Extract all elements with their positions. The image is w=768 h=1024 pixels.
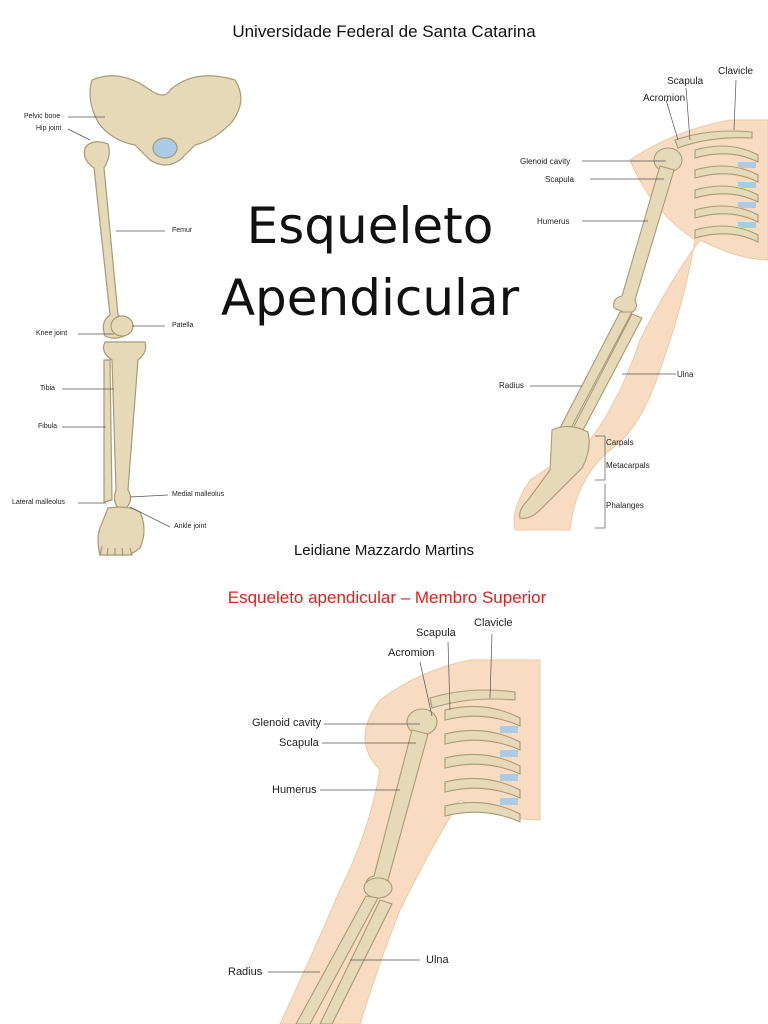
label-glenoid-cavity-detail: Glenoid cavity [252, 717, 322, 729]
university-header: Universidade Federal de Santa Catarina [232, 22, 536, 41]
label-knee-joint: Knee joint [36, 330, 68, 337]
label-acromion: Acromion [643, 93, 686, 104]
label-ulna-detail: Ulna [426, 954, 449, 966]
label-radius: Radius [499, 381, 524, 390]
slide-title: Esqueleto Apendicular [200, 190, 540, 334]
label-metacarpals: Metacarpals [606, 461, 650, 470]
title-line-2: Apendicular [220, 269, 520, 327]
author-name: Leidiane Mazzardo Martins [293, 542, 475, 559]
label-tibia: Tibia [40, 385, 55, 392]
label-scapula-detail: Scapula [279, 737, 319, 749]
lower-limb-skeleton-illustration [83, 75, 242, 557]
label-scapula-top-detail: Scapula [416, 627, 456, 639]
label-carpals: Carpals [606, 438, 634, 447]
label-fibula: Fibula [38, 423, 58, 430]
label-ulna: Ulna [677, 370, 694, 379]
upper-limb-leader-lines [530, 79, 737, 529]
label-femur: Femur [172, 227, 193, 234]
upper-limb-detail-leader-lines [268, 633, 493, 973]
title-line-1: Esqueleto [246, 197, 494, 255]
label-hip-joint: Hip joint [36, 125, 62, 132]
label-phalanges: Phalanges [606, 501, 644, 510]
label-clavicle: Clavicle [718, 66, 754, 77]
label-scapula-top: Scapula [667, 76, 704, 87]
label-medial-malleolus: Medial malleolus [172, 491, 225, 498]
label-ankle-joint: Ankle joint [174, 523, 207, 530]
label-glenoid-cavity: Glenoid cavity [520, 157, 571, 166]
label-lateral-malleolus: Lateral malleolus [12, 499, 65, 506]
label-radius-detail: Radius [228, 966, 263, 978]
label-scapula: Scapula [545, 175, 574, 184]
section-title: Esqueleto apendicular – Membro Superior [227, 588, 547, 607]
lower-limb-leader-lines [62, 116, 171, 528]
label-humerus: Humerus [537, 217, 570, 226]
label-patella: Patella [172, 322, 194, 329]
label-humerus-detail: Humerus [272, 784, 317, 796]
label-acromion-detail: Acromion [388, 647, 435, 659]
label-pelvic-bone: Pelvic bone [24, 113, 61, 120]
label-clavicle-detail: Clavicle [474, 617, 513, 629]
upper-limb-arm-illustration [513, 119, 768, 531]
upper-limb-detail-illustration [279, 659, 541, 1024]
